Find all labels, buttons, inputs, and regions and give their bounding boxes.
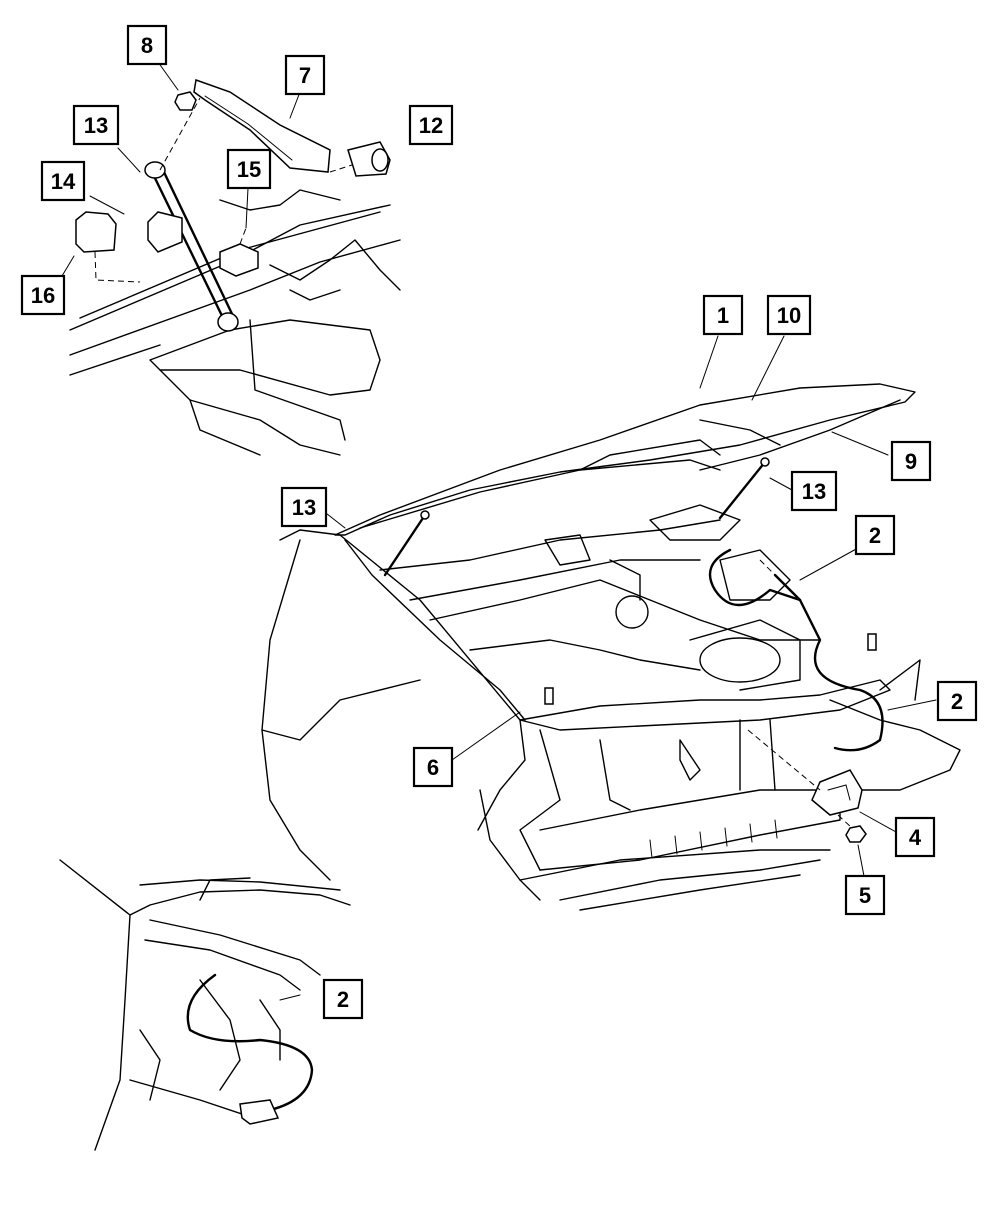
cable-handle <box>239 1099 280 1125</box>
callout-14: 14 <box>40 160 86 202</box>
nut-part <box>174 91 197 111</box>
callout-10: 10 <box>766 294 812 336</box>
clip-part <box>219 243 259 277</box>
callout-4: 4 <box>894 816 936 858</box>
svg-text:10: 10 <box>777 303 801 328</box>
svg-text:4: 4 <box>909 825 922 850</box>
support-rod-left <box>383 513 427 577</box>
hinge-prop-inset <box>61 61 401 456</box>
svg-text:1: 1 <box>717 303 729 328</box>
svg-text:16: 16 <box>31 283 55 308</box>
svg-text:12: 12 <box>419 113 443 138</box>
support-rod-right <box>718 460 767 520</box>
main-hood-assembly <box>261 335 961 911</box>
latch-nut <box>845 825 867 843</box>
callout-16: 16 <box>20 274 66 316</box>
insulator-part <box>75 211 117 253</box>
callout-2-inset: 2 <box>322 978 364 1020</box>
callout-7: 7 <box>284 54 326 96</box>
svg-text:2: 2 <box>951 689 963 714</box>
prop-rod-bottom-end <box>217 312 239 332</box>
callout-12: 12 <box>408 104 454 146</box>
release-cable <box>708 548 884 752</box>
callout-15: 15 <box>226 148 272 190</box>
callout-13-inset: 13 <box>72 104 120 146</box>
svg-text:2: 2 <box>337 987 349 1012</box>
callout-9: 9 <box>890 440 932 482</box>
hood-panel <box>334 383 916 536</box>
callout-6: 6 <box>412 746 454 788</box>
fender <box>279 529 526 831</box>
svg-text:5: 5 <box>859 883 871 908</box>
callout-5: 5 <box>844 874 886 916</box>
svg-text:13: 13 <box>292 495 316 520</box>
svg-text:7: 7 <box>299 63 311 88</box>
svg-text:2: 2 <box>869 523 881 548</box>
callout-1: 1 <box>702 294 744 336</box>
hinge-arm-part <box>193 78 331 173</box>
cable-routing-inset <box>59 859 351 1151</box>
svg-text:6: 6 <box>427 755 439 780</box>
svg-text:13: 13 <box>802 479 826 504</box>
svg-text:14: 14 <box>51 169 76 194</box>
svg-text:9: 9 <box>905 449 917 474</box>
svg-text:15: 15 <box>237 157 261 182</box>
latch <box>811 769 863 816</box>
svg-text:8: 8 <box>141 33 153 58</box>
callout-2-right: 2 <box>936 680 978 722</box>
callout-2-upper: 2 <box>854 514 896 556</box>
bumper-part <box>147 211 183 253</box>
callout-13-right: 13 <box>790 470 838 512</box>
callout-13-left: 13 <box>280 486 328 528</box>
radiator-support <box>519 679 891 731</box>
callout-8: 8 <box>126 24 168 66</box>
svg-text:13: 13 <box>84 113 108 138</box>
prop-rod-top-end <box>144 161 166 179</box>
release-cable-routed <box>186 973 314 1112</box>
